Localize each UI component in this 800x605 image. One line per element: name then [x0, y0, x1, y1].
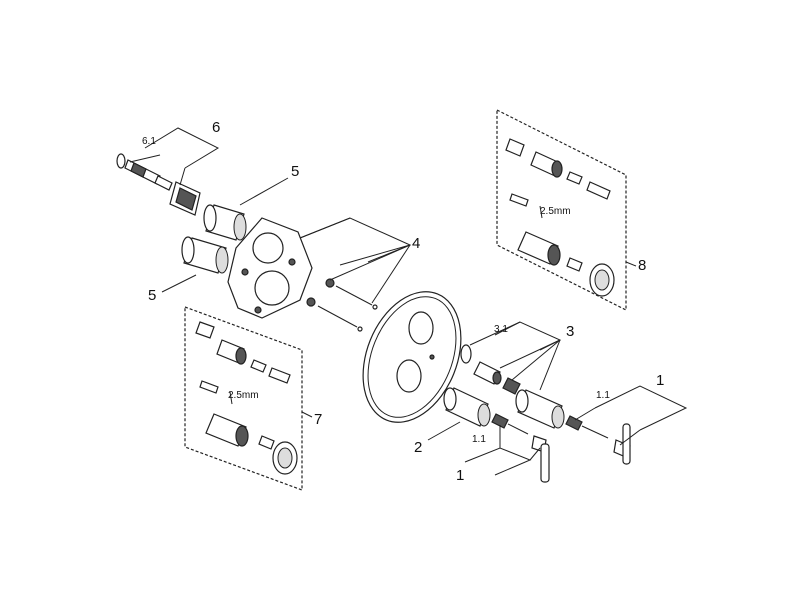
part-3-adapter-a	[473, 361, 502, 385]
part-4-screws	[306, 278, 378, 332]
part-3-knob	[515, 389, 565, 429]
label-7: 7	[314, 411, 322, 428]
label-3: 3	[566, 323, 574, 340]
label-1-left: 1	[456, 467, 464, 484]
label-hex-key-kit-7: 2.5mm	[228, 390, 259, 401]
label-8: 8	[638, 257, 646, 274]
label-3-1: 3.1	[494, 324, 508, 335]
part-1-1-spindle-left	[491, 413, 529, 435]
part-5-sleeve-lower	[181, 236, 229, 274]
part-1-lever-right	[613, 423, 631, 465]
part-1-1-spindle-right	[565, 415, 609, 439]
label-1-1-left: 1.1	[472, 434, 486, 445]
part-5-sleeve-upper	[203, 204, 247, 241]
escutcheon-plate	[362, 291, 462, 423]
part-3-adapter-b	[502, 377, 521, 395]
kit-8-frame	[496, 109, 627, 311]
label-5-upper: 5	[291, 163, 299, 180]
part-1-lever-left	[531, 435, 550, 483]
leader-lines	[129, 127, 688, 476]
label-1-right: 1	[656, 372, 664, 389]
part-6-nut	[169, 181, 201, 216]
label-5-lower: 5	[148, 287, 156, 304]
label-2: 2	[414, 439, 422, 456]
label-hex-key-kit-8: 2.5mm	[540, 206, 571, 217]
label-4: 4	[412, 235, 420, 252]
part-2-knob	[443, 387, 491, 427]
label-6: 6	[212, 119, 220, 136]
part-3-1-oring	[460, 344, 472, 364]
mounting-plate	[227, 217, 313, 319]
kit-7-frame	[184, 306, 303, 491]
label-6-1: 6.1	[142, 136, 156, 147]
label-1-1-right: 1.1	[596, 390, 610, 401]
part-6-cartridge	[116, 153, 173, 191]
